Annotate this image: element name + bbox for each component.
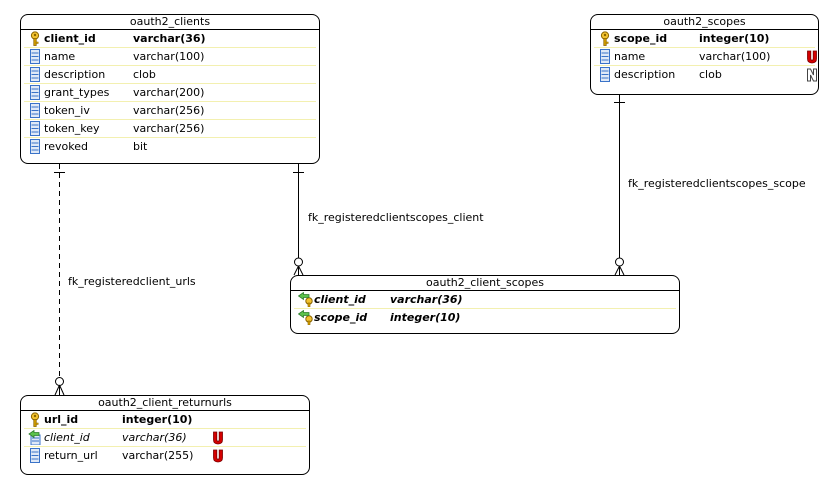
column-name: description xyxy=(614,68,676,81)
column-name[interactable]: name varchar(100) xyxy=(26,48,314,65)
column-type: varchar(36) xyxy=(390,293,463,306)
column-type: bit xyxy=(133,140,148,153)
column-name: token_iv xyxy=(44,104,90,117)
column-type: varchar(200) xyxy=(133,86,205,99)
row-separator xyxy=(24,83,316,84)
column-url-id[interactable]: url_id integer(10) xyxy=(26,411,304,428)
table-title: oauth2_client_returnurls xyxy=(21,396,309,411)
column-icon xyxy=(28,103,42,118)
table-oauth2-client-scopes[interactable]: oauth2_client_scopes client_id varchar(36… xyxy=(290,275,680,334)
foreign-key-icon xyxy=(28,429,42,446)
column-name: return_url xyxy=(44,449,98,462)
column-token-iv[interactable]: token_iv varchar(256) xyxy=(26,102,314,119)
primary-key-icon xyxy=(598,31,612,46)
table-oauth2-client-returnurls[interactable]: oauth2_client_returnurls url_id integer(1… xyxy=(20,395,310,475)
column-name: scope_id xyxy=(314,311,368,324)
connector-scopes-client xyxy=(293,164,304,276)
column-icon xyxy=(28,448,42,463)
column-name: name xyxy=(614,50,646,63)
unique-flag-icon xyxy=(806,50,818,64)
column-description[interactable]: description clob xyxy=(26,66,314,83)
primary-key-icon xyxy=(28,412,42,427)
table-oauth2-scopes[interactable]: oauth2_scopes scope_id integer(10) name var… xyxy=(590,14,819,95)
column-type: varchar(100) xyxy=(699,50,771,63)
column-type: varchar(256) xyxy=(133,122,205,135)
relationship-label-client-urls: fk_registeredclient_urls xyxy=(68,275,196,288)
column-name: description xyxy=(44,68,106,81)
column-icon xyxy=(28,121,42,136)
row-separator xyxy=(24,65,316,66)
table-title: oauth2_scopes xyxy=(591,15,818,30)
column-revoked[interactable]: revoked bit xyxy=(26,138,314,155)
row-separator xyxy=(294,308,676,309)
table-title: oauth2_clients xyxy=(21,15,319,30)
column-type: varchar(100) xyxy=(133,50,205,63)
unique-flag-icon xyxy=(212,449,224,463)
column-name: revoked xyxy=(44,140,89,153)
column-icon xyxy=(598,67,612,82)
column-name: scope_id xyxy=(614,32,668,45)
unique-flag-icon xyxy=(212,431,224,445)
column-icon xyxy=(28,49,42,64)
column-name: token_key xyxy=(44,122,100,135)
connector-client-urls xyxy=(54,164,65,396)
column-client-id[interactable]: client_id varchar(36) xyxy=(296,291,674,308)
column-name: grant_types xyxy=(44,86,110,99)
column-type: integer(10) xyxy=(122,413,193,426)
row-separator xyxy=(24,47,316,48)
primary-foreign-key-icon xyxy=(297,309,313,326)
column-icon xyxy=(28,67,42,82)
row-separator xyxy=(24,137,316,138)
column-name: client_id xyxy=(44,431,90,444)
column-icon xyxy=(28,85,42,100)
relationship-label-scopes-client: fk_registeredclientscopes_client xyxy=(308,211,484,224)
row-separator xyxy=(24,446,306,447)
relationship-label-scopes-scope: fk_registeredclientscopes_scope xyxy=(628,177,806,190)
column-type: clob xyxy=(699,68,722,81)
connector-scopes-scope xyxy=(614,95,625,276)
table-oauth2-clients[interactable]: oauth2_clients client_id varchar(36) name v… xyxy=(20,14,320,164)
column-description[interactable]: description clob xyxy=(596,66,817,83)
nullable-flag-icon xyxy=(806,68,818,82)
column-client-id[interactable]: client_id varchar(36) xyxy=(26,30,314,47)
row-separator xyxy=(594,65,815,66)
column-type: varchar(255) xyxy=(122,449,194,462)
column-token-key[interactable]: token_key varchar(256) xyxy=(26,120,314,137)
column-type: integer(10) xyxy=(390,311,461,324)
column-name: url_id xyxy=(44,413,79,426)
column-type: clob xyxy=(133,68,156,81)
column-icon xyxy=(28,139,42,154)
row-separator xyxy=(24,119,316,120)
column-name: client_id xyxy=(314,293,366,306)
row-separator xyxy=(24,428,306,429)
row-separator xyxy=(594,47,815,48)
column-name[interactable]: name varchar(100) xyxy=(596,48,817,65)
table-title: oauth2_client_scopes xyxy=(291,276,679,291)
column-type: varchar(256) xyxy=(133,104,205,117)
primary-key-icon xyxy=(28,31,42,46)
column-type: varchar(36) xyxy=(133,32,206,45)
column-name: client_id xyxy=(44,32,96,45)
column-return-url[interactable]: return_url varchar(255) xyxy=(26,447,304,464)
column-name: name xyxy=(44,50,76,63)
column-client-id[interactable]: client_id varchar(36) xyxy=(26,429,304,446)
primary-foreign-key-icon xyxy=(297,291,313,308)
column-icon xyxy=(598,49,612,64)
column-grant-types[interactable]: grant_types varchar(200) xyxy=(26,84,314,101)
column-scope-id[interactable]: scope_id integer(10) xyxy=(596,30,813,47)
row-separator xyxy=(24,101,316,102)
column-type: varchar(36) xyxy=(122,431,187,444)
column-scope-id[interactable]: scope_id integer(10) xyxy=(296,309,674,326)
column-type: integer(10) xyxy=(699,32,770,45)
